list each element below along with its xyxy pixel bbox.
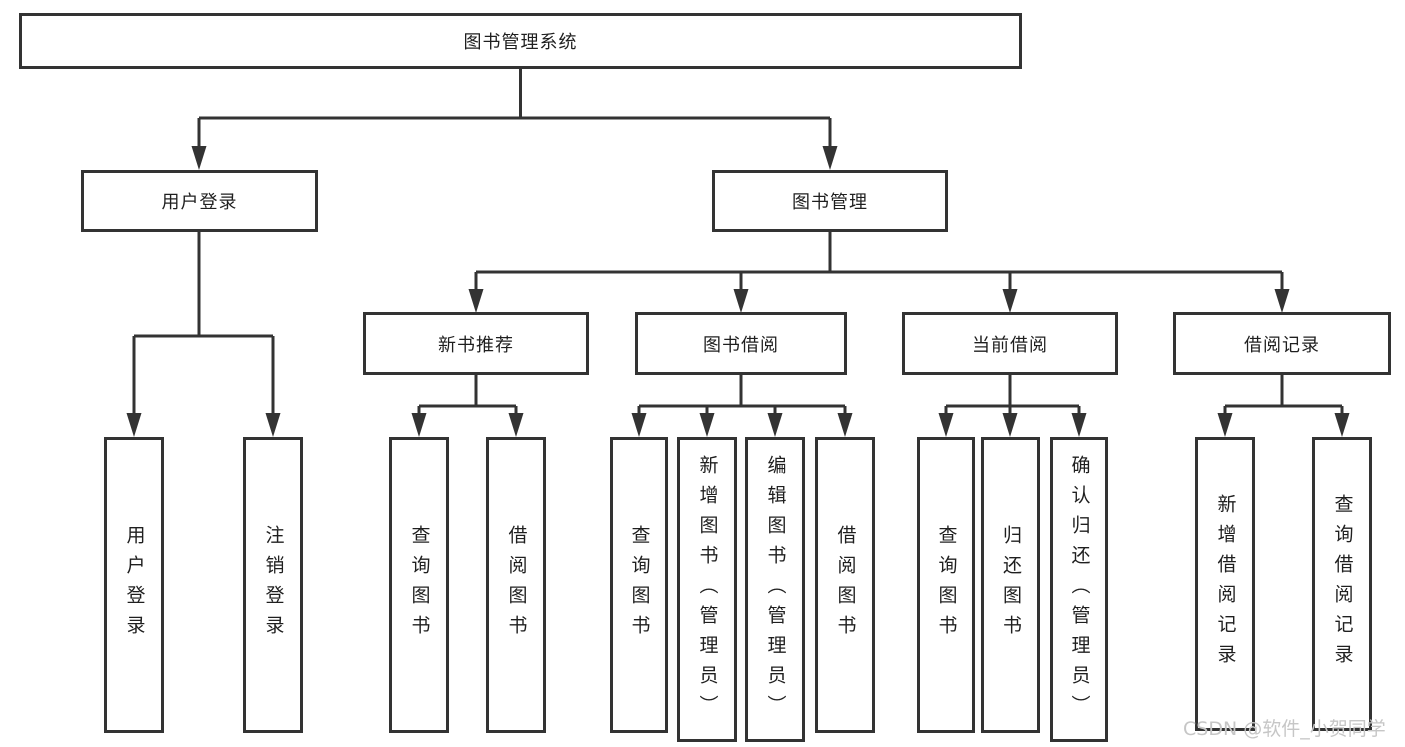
node-label: 当前借阅 — [972, 334, 1048, 356]
node-label: 图书管理 — [792, 192, 868, 213]
leaf-confirm-return-admin: 确认归还（管理员） — [1050, 437, 1108, 742]
leaf-logout: 注销登录 — [243, 437, 303, 733]
leaf-borrow-books: 借阅图书 — [815, 437, 875, 733]
leaf-borrow-books-recommend: 借阅图书 — [486, 437, 546, 733]
leaf-label: 编辑图书（管理员） — [764, 454, 787, 725]
node-label: 图书借阅 — [703, 334, 779, 356]
node-user-login: 用户登录 — [81, 170, 318, 232]
node-library-management-system: 图书管理系统 — [19, 13, 1022, 69]
csdn-watermark: CSDN @软件_小贺同学 — [1183, 718, 1386, 740]
leaf-add-books-admin: 新增图书（管理员） — [677, 437, 737, 742]
node-book-management: 图书管理 — [712, 170, 948, 232]
leaf-label: 确认归还（管理员） — [1068, 454, 1091, 725]
leaf-label: 用户登录 — [123, 525, 146, 645]
leaf-label: 查询图书 — [935, 525, 958, 645]
leaf-label: 查询图书 — [628, 525, 651, 645]
node-book-borrowing: 图书借阅 — [635, 312, 847, 375]
node-label: 图书管理系统 — [463, 32, 578, 53]
leaf-query-books-current: 查询图书 — [917, 437, 975, 733]
node-label: 借阅记录 — [1244, 334, 1320, 356]
leaf-label: 注销登录 — [262, 525, 285, 645]
leaf-query-books-borrow: 查询图书 — [610, 437, 668, 733]
node-current-borrowing: 当前借阅 — [902, 312, 1118, 375]
leaf-edit-books-admin: 编辑图书（管理员） — [745, 437, 805, 742]
leaf-query-borrow-record: 查询借阅记录 — [1312, 437, 1372, 731]
leaf-label: 借阅图书 — [834, 525, 857, 645]
node-new-book-recommend: 新书推荐 — [363, 312, 589, 375]
node-label: 用户登录 — [161, 192, 238, 213]
leaf-label: 新增借阅记录 — [1214, 494, 1237, 674]
node-borrowing-records: 借阅记录 — [1173, 312, 1391, 375]
leaf-label: 查询借阅记录 — [1331, 494, 1354, 674]
leaf-query-books-recommend: 查询图书 — [389, 437, 449, 733]
leaf-label: 借阅图书 — [505, 525, 528, 645]
leaf-label: 归还图书 — [1000, 525, 1022, 645]
leaf-return-books: 归还图书 — [981, 437, 1040, 733]
leaf-label: 新增图书（管理员） — [696, 454, 719, 725]
arrowheads — [126, 146, 1350, 437]
leaf-user-login: 用户登录 — [104, 437, 164, 733]
leaf-add-borrow-record: 新增借阅记录 — [1195, 437, 1255, 731]
leaf-label: 查询图书 — [408, 525, 431, 645]
node-label: 新书推荐 — [438, 334, 514, 356]
